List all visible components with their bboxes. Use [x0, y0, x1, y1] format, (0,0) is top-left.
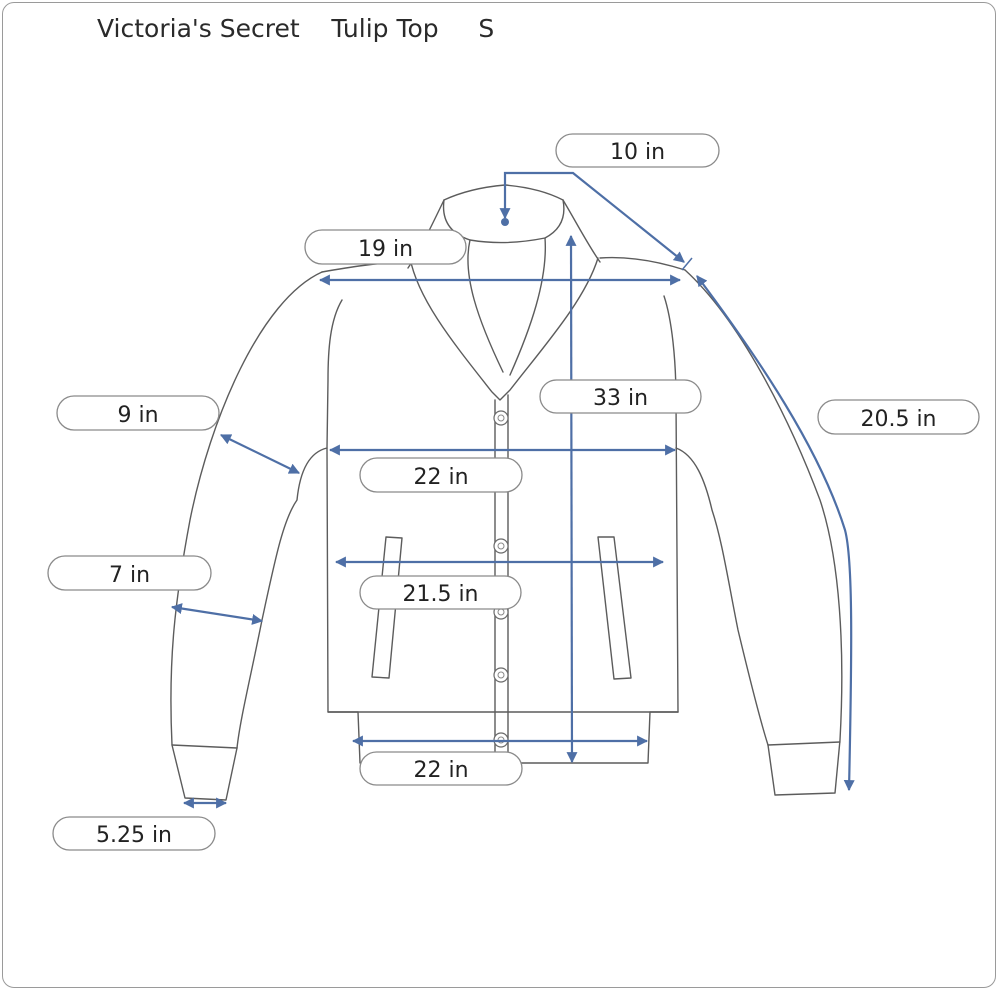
label-cuff-width: 5.25 in	[52, 816, 216, 851]
svg-text:21.5 in: 21.5 in	[402, 582, 478, 607]
svg-text:10 in: 10 in	[610, 140, 665, 165]
label-chest-width: 22 in	[359, 457, 523, 493]
svg-text:7 in: 7 in	[109, 563, 150, 588]
neck-point-marker	[501, 218, 509, 226]
body-length-arrow	[565, 234, 578, 764]
label-shoulder-width: 19 in	[304, 229, 467, 265]
page-title: Victoria's Secret Tulip Top S	[97, 14, 495, 43]
measurement-arrows	[170, 171, 855, 809]
label-sleeve-length: 20.5 in	[817, 399, 980, 435]
svg-text:9 in: 9 in	[117, 403, 158, 428]
svg-text:5.25 in: 5.25 in	[96, 823, 172, 848]
neck-width-arrow	[499, 171, 685, 263]
forearm-arrow	[170, 603, 264, 625]
label-upper-arm: 9 in	[56, 395, 220, 431]
button-icon	[493, 410, 509, 426]
svg-text:33 in: 33 in	[593, 386, 648, 411]
label-neck-width: 10 in	[555, 133, 720, 168]
label-forearm: 7 in	[47, 555, 212, 591]
button-icon	[493, 667, 509, 683]
shoulder-tick	[681, 257, 693, 271]
label-body-length: 33 in	[539, 379, 702, 414]
sleeve-length-arrow	[696, 275, 855, 792]
label-hem-width: 22 in	[359, 751, 523, 786]
svg-text:22 in: 22 in	[413, 758, 468, 783]
svg-text:19 in: 19 in	[358, 237, 413, 262]
upper-arm-arrow	[220, 434, 300, 474]
svg-text:20.5 in: 20.5 in	[860, 407, 936, 432]
svg-text:22 in: 22 in	[413, 465, 468, 490]
label-waist-width: 21.5 in	[359, 575, 522, 610]
button-icon	[493, 538, 509, 554]
